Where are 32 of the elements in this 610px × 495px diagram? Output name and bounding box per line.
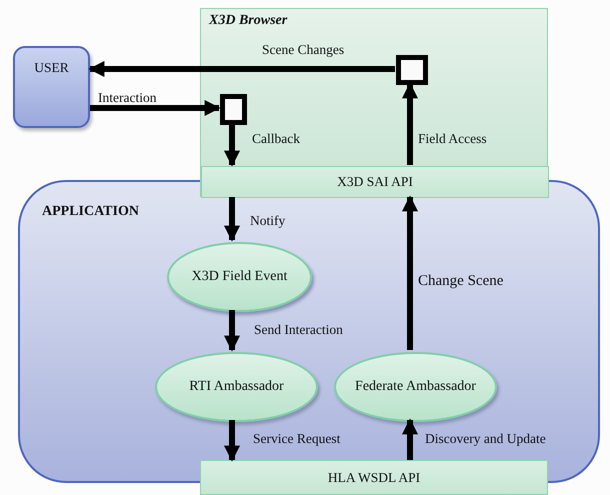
arrow [90,100,221,116]
api-bar [200,460,548,495]
edge-label: Callback [252,131,300,147]
panel-heading: X3D Browser [209,13,288,29]
event-square [220,94,247,125]
arrow [402,82,418,165]
api-bar [201,166,549,198]
edge-label: Scene Changes [262,42,344,58]
edge-label: Change Scene [418,273,504,290]
api-label: HLA WSDL API [326,470,422,486]
arrow [402,195,418,350]
api-label: X3D SAI API [336,174,414,190]
arrow [224,197,240,242]
edge-label: Send Interaction [254,322,343,338]
arrow [224,420,240,462]
edge-label: Notify [250,213,286,229]
panel-heading: APPLICATION [42,204,139,220]
arrow [402,418,418,460]
edge-label: Service Request [253,431,340,447]
node-label: Federate Ambassador [354,378,477,396]
arrow [224,310,240,352]
node-label: X3D Field Event [190,268,288,286]
node-label: USER [33,60,70,76]
browser-panel [200,8,548,197]
arrow [224,124,240,167]
edge-label: Discovery and Update [425,431,546,447]
user-box [13,46,90,128]
event-square [396,55,428,85]
edge-label: Interaction [98,90,156,106]
node-label: RTI Ambassador [188,378,285,396]
arrow [88,61,395,77]
edge-label: Field Access [418,131,487,147]
